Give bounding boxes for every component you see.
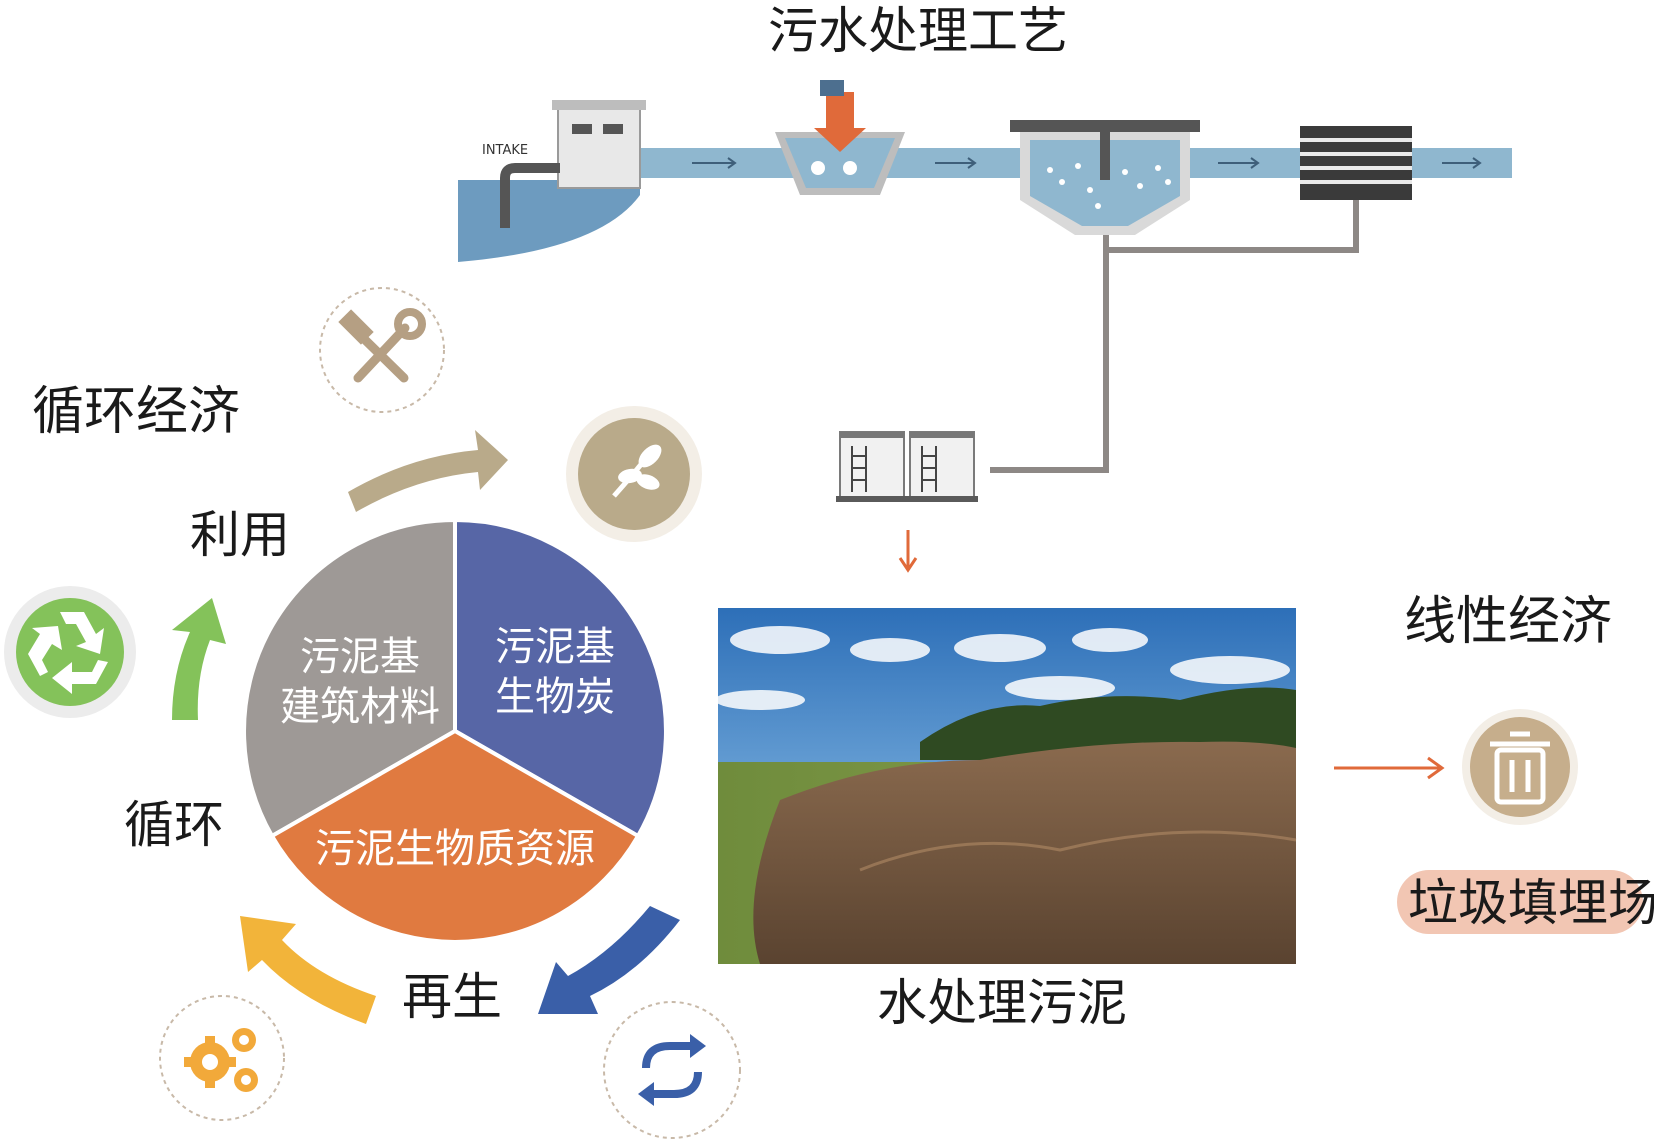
pie-text-building-1: 污泥基 xyxy=(300,634,420,680)
pie-segment-building-material xyxy=(242,517,457,839)
stage-cycle-label: 循环 xyxy=(124,796,224,854)
pie-segment-biochar xyxy=(453,517,668,839)
cycle-arrows-icon xyxy=(603,1001,741,1139)
trash-icon xyxy=(1490,731,1550,805)
landfill-label: 垃圾填埋场 xyxy=(1408,874,1654,932)
pie-text-biochar-2: 生物炭 xyxy=(495,674,615,720)
landfill-badge xyxy=(1397,870,1643,934)
arrow-green xyxy=(172,598,226,720)
pie-segment-biomass xyxy=(269,728,641,944)
linear-economy-label: 线性经济 xyxy=(1404,592,1613,652)
recycle-icon xyxy=(4,586,136,718)
filter-unit xyxy=(1300,126,1412,200)
arrow-yellow xyxy=(240,916,376,1024)
pie-text-building-2: 建筑材料 xyxy=(280,684,440,730)
circular-economy: 污泥基 建筑材料 污泥基 生物炭 污泥生物质资源 xyxy=(4,287,741,1139)
sludge-label: 水处理污泥 xyxy=(877,974,1127,1032)
stage-regen-label: 再生 xyxy=(402,968,502,1026)
pie-text-biochar-1: 污泥基 xyxy=(495,624,615,670)
down-arrow xyxy=(898,530,918,573)
resource-pie: 污泥基 建筑材料 污泥基 生物炭 污泥生物质资源 xyxy=(242,517,668,944)
coagulation-tank xyxy=(775,80,905,195)
landfill-arrow xyxy=(1334,756,1445,780)
flow-arrows xyxy=(692,157,1482,169)
arrow-blue xyxy=(538,906,680,1014)
intake-building xyxy=(557,103,641,189)
pie-text-biomass: 污泥生物质资源 xyxy=(315,826,595,872)
intake-label: INTAKE xyxy=(482,143,528,158)
intake-reservoir xyxy=(458,180,640,262)
clarifier-tank xyxy=(1010,120,1200,235)
process-title: 污水处理工艺 xyxy=(768,2,1068,60)
gears-icon xyxy=(159,995,285,1121)
circular-economy-label: 循环经济 xyxy=(32,382,241,442)
arrow-tan xyxy=(348,430,508,512)
sludge-pipe xyxy=(990,200,1359,473)
leaf-icon xyxy=(566,406,702,542)
tools-icon xyxy=(319,287,445,413)
intake-pipe xyxy=(500,163,560,228)
wastewater-plant: INTAKE xyxy=(458,80,1512,573)
sludge-tanks xyxy=(836,431,978,502)
linear-economy xyxy=(1334,709,1578,825)
sludge-photo xyxy=(715,608,1297,964)
stage-use-label: 利用 xyxy=(190,506,290,564)
